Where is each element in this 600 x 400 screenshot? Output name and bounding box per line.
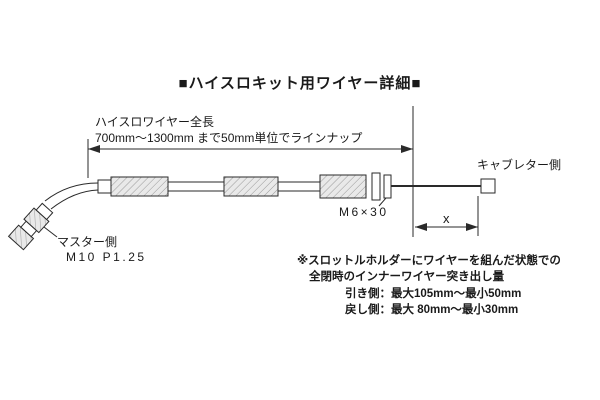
master-thread-spec-label: M10 P1.25 [66,250,147,264]
inner-wire-and-end-fitting [391,178,496,194]
master-side-leader-line [43,226,58,238]
total-length-dimension-arrow [87,106,414,237]
m6-spec-leader-line [378,197,387,207]
x-dimension-label: x [443,211,450,226]
note-line-2: 全閉時のインナーワイヤー突き出し量 [309,271,505,283]
x-dimension-arrow [415,196,479,236]
note-line-4: 戻し側：最大 80mm〜最小30mm [345,304,519,316]
note-line-1: ※スロットルホルダーにワイヤーを組んだ状態での [297,255,561,267]
cable-bend [44,182,99,210]
carburetor-side-label: キャブレター側 [477,158,562,172]
adjuster-spec-label: M6×30 [339,205,389,219]
cable-outer-body [97,172,392,201]
master-side-adjuster [7,202,54,251]
diagram-title: ■ハイスロキット用ワイヤー詳細■ [178,75,422,92]
master-side-label: マスター側 [57,235,118,249]
total-length-label: ハイスロワイヤー全長 [95,115,215,129]
total-length-range-label: 700mm〜1300mm まで50mm単位でラインナップ [95,131,363,145]
note-line-3: 引き側：最大105mm〜最小50mm [345,288,522,300]
